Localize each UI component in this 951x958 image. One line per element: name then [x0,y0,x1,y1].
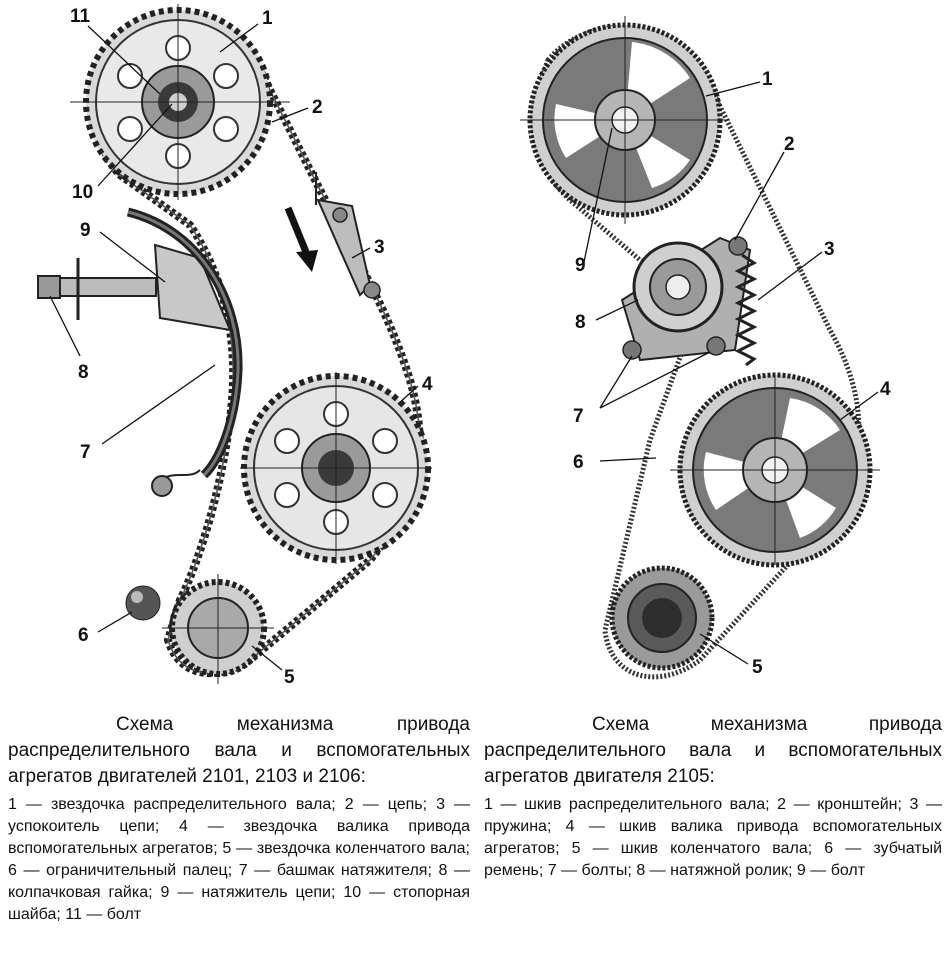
left-caption-title-text: Схема механизма привода распределительно… [8,714,470,787]
left-callout-4: 4 [422,374,433,395]
left-callout-8: 8 [78,362,89,383]
left-caption-legend: 1 — звездочка распределительного вала; 2… [8,796,470,923]
right-callout-9: 9 [575,255,586,276]
right-callout-2: 2 [784,134,795,155]
tension-spring [734,253,758,367]
drawing-area: 1 2 3 4 5 6 7 8 9 10 11 [37,4,891,688]
left-leader-lines [49,23,419,671]
left-callout-9: 9 [80,220,91,241]
accessory-shaft-sprocket [240,372,432,564]
chain-damper [315,172,381,299]
left-caption-title: Схема механизма привода распределительно… [8,712,470,790]
left-callout-7: 7 [80,442,91,463]
crankshaft-pulley [609,565,715,671]
right-callout-5: 5 [752,657,763,678]
left-callout-1: 1 [262,8,273,29]
right-caption: Схема механизма привода распределительно… [484,712,942,882]
tensioner-shoe [126,207,243,497]
limiting-pin [125,585,161,621]
left-callout-6: 6 [78,625,89,646]
camshaft-sprocket [70,4,290,200]
chain-tensioner [37,243,232,332]
right-caption-title-text: Схема механизма привода распределительно… [484,714,942,787]
left-diagram: 1 2 3 4 5 6 7 8 9 10 11 [37,4,433,688]
right-diagram: 1 2 3 4 5 6 7 8 9 [520,16,891,680]
left-callout-5: 5 [284,667,295,688]
tensioner-roller-assembly [620,236,758,367]
right-callout-8: 8 [575,312,586,333]
right-callout-7: 7 [573,406,584,427]
right-caption-legend: 1 — шкив распределительного вала; 2 — кр… [484,796,942,879]
rotation-arrow [284,206,318,272]
left-callout-2: 2 [312,97,323,118]
camshaft-pulley [520,16,730,224]
accessory-shaft-pulley [670,372,880,568]
right-leader-lines [583,81,879,665]
left-callout-11: 11 [70,6,91,27]
left-callout-10: 10 [72,182,93,203]
right-caption-title: Схема механизма привода распределительно… [484,712,942,790]
crankshaft-sprocket [162,574,274,684]
left-caption: Схема механизма привода распределительно… [8,712,470,926]
right-callout-3: 3 [824,239,835,260]
left-callout-3: 3 [374,237,385,258]
right-callout-4: 4 [880,379,891,400]
right-callout-1: 1 [762,69,773,90]
right-callout-6: 6 [573,452,584,473]
